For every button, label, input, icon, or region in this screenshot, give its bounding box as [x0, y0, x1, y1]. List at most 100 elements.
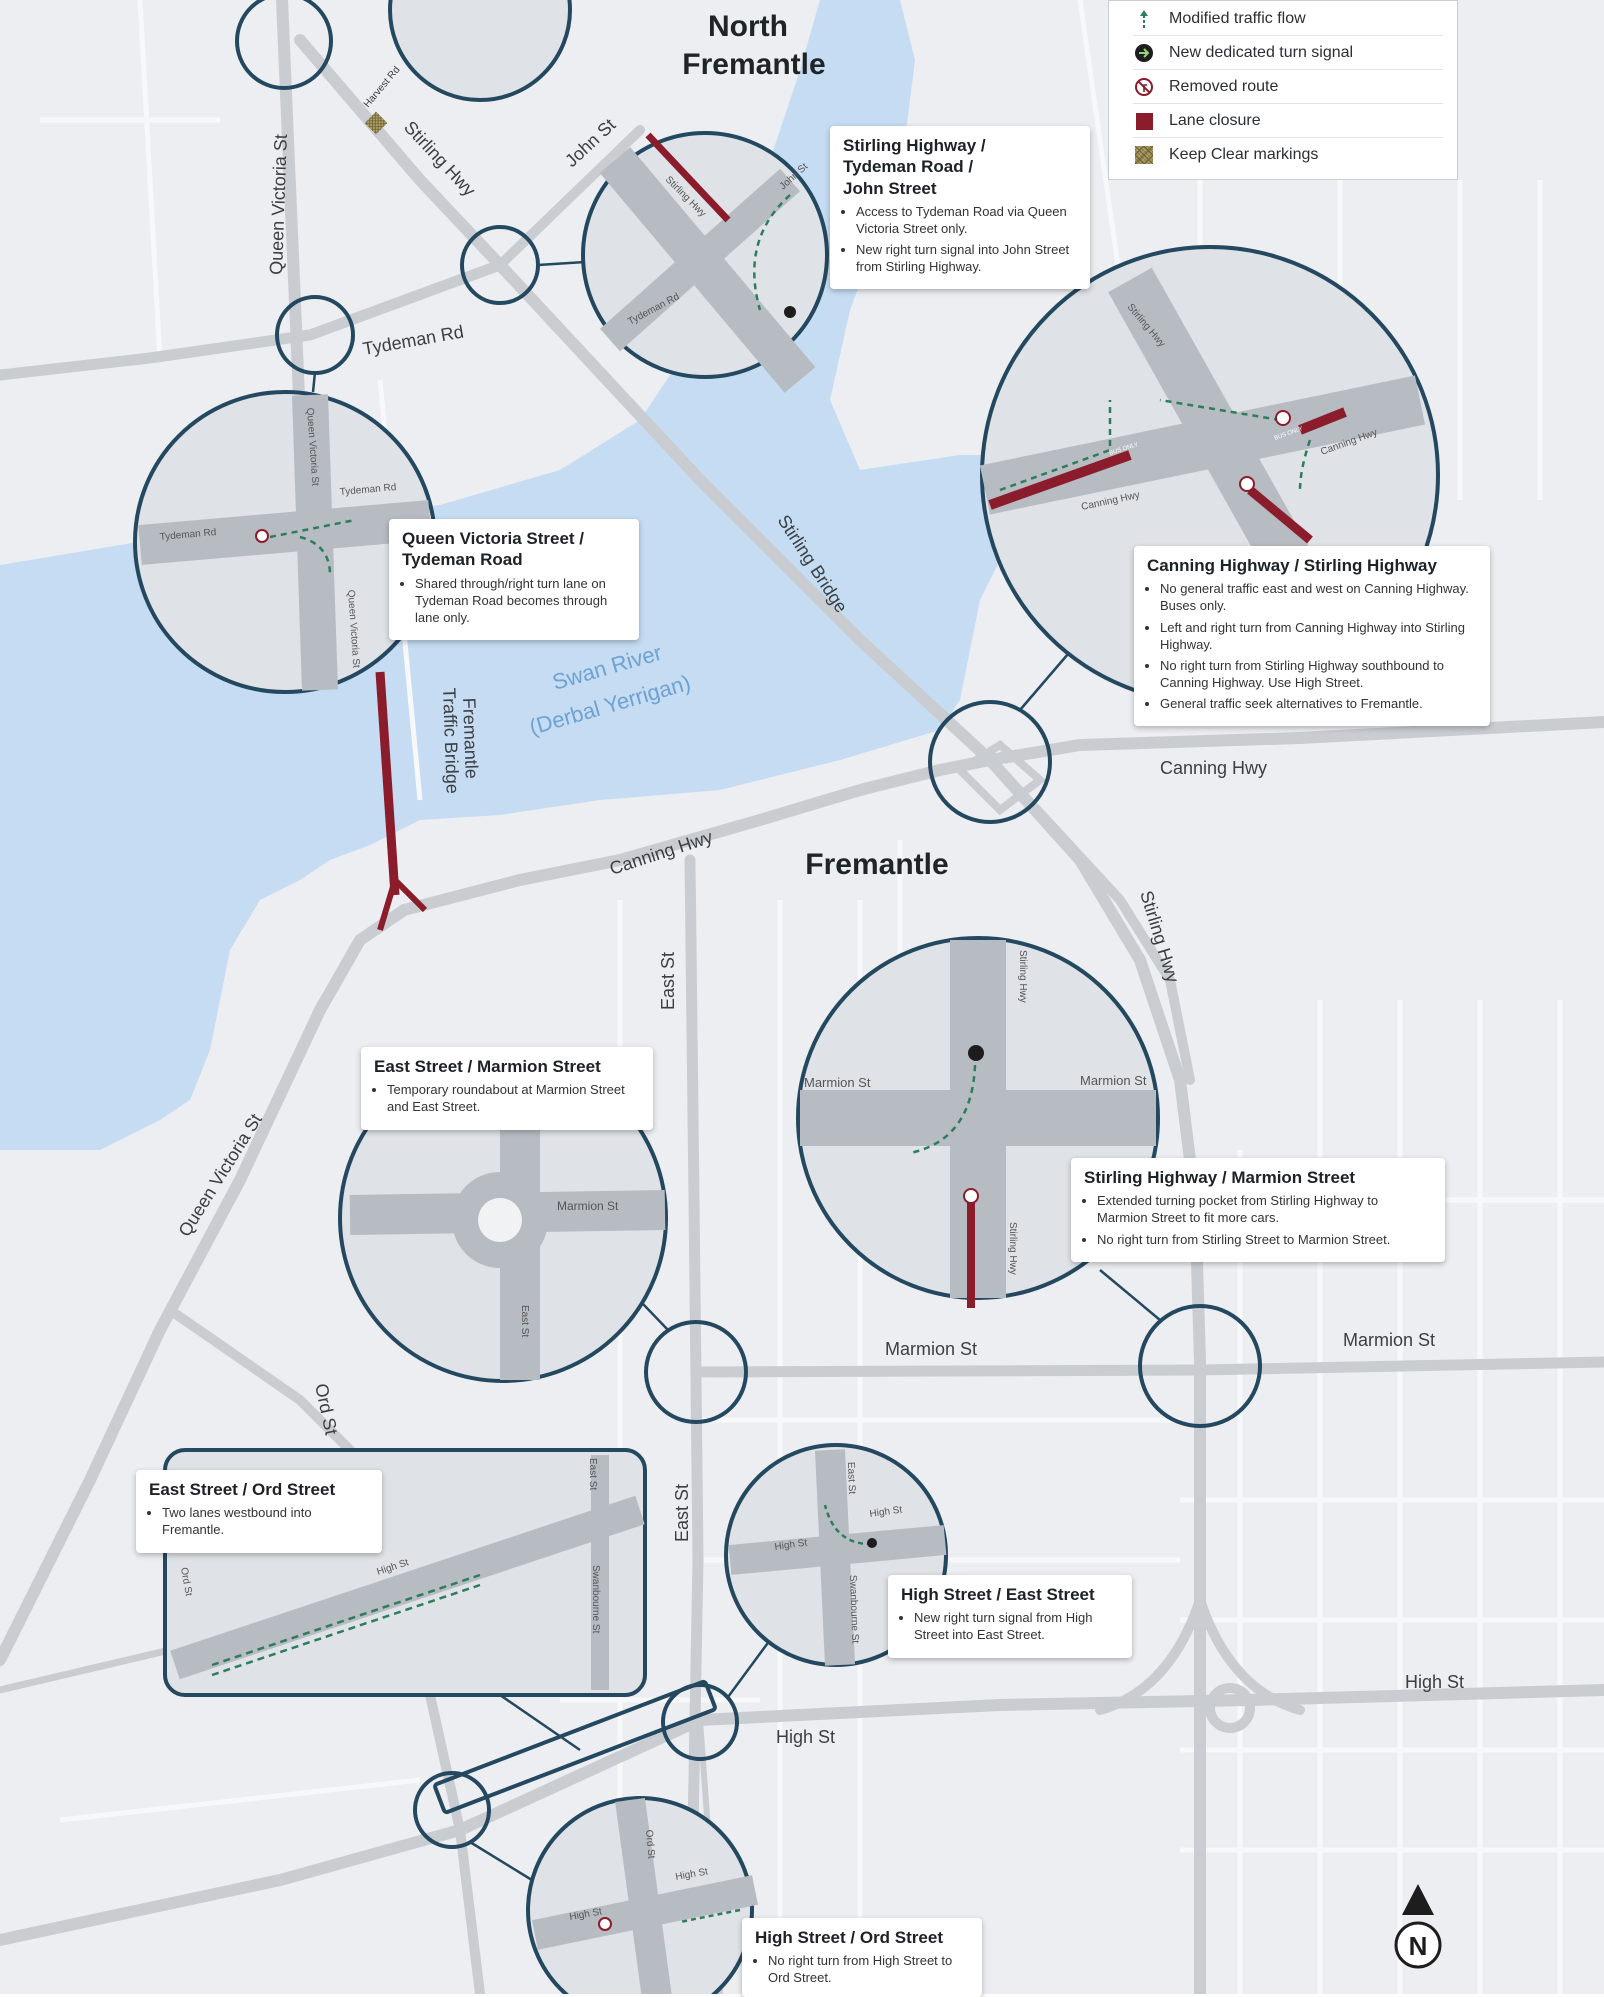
- inset-label-ord-st-ho: Ord St: [643, 1829, 656, 1859]
- callout-item: Left and right turn from Canning Highway…: [1160, 619, 1477, 653]
- north-arrow-icon: [1402, 1884, 1434, 1915]
- callout-connectors: [311, 260, 1161, 1887]
- label-marmion-st-east: Marmion St: [1343, 1330, 1435, 1350]
- callout-east-marmion: East Street / Marmion Street Temporary r…: [361, 1047, 653, 1130]
- road-stirling-hwy-east-branch: [995, 765, 1195, 1085]
- place-label-north: North: [708, 10, 788, 43]
- road-marmion-st: [694, 1356, 1604, 1378]
- locator-circle-stirling-marmion: [1138, 1304, 1262, 1428]
- label-fremantle-bridge-2: Traffic Bridge: [439, 687, 463, 794]
- callout-title: Stirling Highway / Marmion Street: [1084, 1168, 1356, 1187]
- inset-label-east-st-eo: East St: [587, 1458, 598, 1490]
- callout-item: No right turn from Stirling Street to Ma…: [1097, 1231, 1432, 1248]
- callout-east-ord: East Street / Ord Street Two lanes westb…: [136, 1470, 382, 1553]
- inset-label-marmion-st: Marmion St: [557, 1199, 619, 1213]
- callout-canning-stirling: Canning Highway / Stirling Highway No ge…: [1134, 546, 1490, 727]
- callout-title: East Street / Ord Street: [149, 1480, 336, 1499]
- legend-item: New dedicated turn signal: [1133, 37, 1443, 70]
- callout-item: Shared through/right turn lane on Tydema…: [415, 575, 626, 626]
- high-st-roundabout: [1205, 1683, 1255, 1733]
- legend-item: Removed route: [1133, 71, 1443, 104]
- road-john-st: [495, 125, 645, 270]
- fremantle-traffic-bridge-closure: [375, 671, 428, 931]
- legend-label: Modified traffic flow: [1169, 10, 1306, 27]
- callout-item: No general traffic east and west on Cann…: [1160, 580, 1477, 614]
- locator-high-st-segment: [433, 1679, 717, 1815]
- inset-label-east-st: East St: [519, 1305, 530, 1337]
- legend-item: Modified traffic flow: [1133, 3, 1443, 36]
- inset-label-qv-st-n: Queen Victoria St: [304, 407, 320, 486]
- callout-stirling-tydeman-john: Stirling Highway / Tydeman Road / John S…: [830, 126, 1090, 290]
- north-arrow: N: [1394, 1884, 1442, 1969]
- inset-label-high-st-he-e: High St: [869, 1504, 903, 1519]
- locator-circle-canning-stirling: [928, 700, 1052, 824]
- road-tydeman-rd: [0, 259, 506, 381]
- label-east-st-south: East St: [672, 1484, 692, 1542]
- callout-item: New right turn signal from High Street i…: [914, 1609, 1119, 1643]
- locator-circle-north: [235, 0, 333, 90]
- locator-circle-high-ord: [413, 1771, 491, 1849]
- inset-label-ord-st-eo: Ord St: [178, 1567, 194, 1598]
- inset-north-partial: [388, 0, 572, 102]
- inset-label-east-st-he: East St: [845, 1462, 857, 1495]
- label-queen-victoria-st-north: Queen Victoria St: [266, 134, 291, 275]
- inset-label-marmion-st-e: Marmion St: [1080, 1073, 1147, 1088]
- place-label-fremantle: Fremantle: [805, 848, 948, 881]
- label-fremantle-bridge-1: Fremantle: [459, 697, 482, 779]
- legend-label: New dedicated turn signal: [1169, 44, 1354, 61]
- legend-item: Keep Clear markings: [1133, 139, 1443, 171]
- dedicated-turn-signal-icon: [1133, 42, 1155, 64]
- legend-label: Removed route: [1169, 78, 1279, 95]
- callout-item: No right turn from High Street to Ord St…: [768, 1952, 969, 1986]
- legend-label: Lane closure: [1169, 112, 1261, 129]
- road-canning-hwy-loop: [953, 740, 1047, 816]
- keep-clear-icon: [1133, 144, 1155, 166]
- legend: Modified traffic flow New dedicated turn…: [1108, 0, 1458, 180]
- callout-item: General traffic seek alternatives to Fre…: [1160, 695, 1477, 712]
- label-canning-hwy-east: Canning Hwy: [1160, 758, 1267, 778]
- locator-circle-east-marmion: [644, 1320, 748, 1424]
- callout-item: New right turn signal into John Street f…: [856, 241, 1077, 275]
- legend-label: Keep Clear markings: [1169, 146, 1319, 163]
- label-east-st-north: East St: [658, 952, 678, 1010]
- callout-item: Temporary roundabout at Marmion Street a…: [387, 1081, 640, 1115]
- callout-title: High Street / Ord Street: [755, 1928, 943, 1947]
- inset-label-stirling-hwy-s: Stirling Hwy: [1007, 1222, 1018, 1275]
- inset-high-ord: High St High St Ord St: [526, 1796, 759, 1994]
- locator-circles: [235, 0, 1262, 1849]
- callout-title: High Street / East Street: [901, 1585, 1095, 1604]
- modified-traffic-flow-icon: [1133, 8, 1155, 30]
- inset-label-qv-st-s: Queen Victoria St: [345, 589, 361, 668]
- callout-item: No right turn from Stirling Highway sout…: [1160, 657, 1477, 691]
- inset-label-high-st-he-w: High St: [774, 1537, 808, 1552]
- inset-qv-tydeman: Tydeman Rd Tydeman Rd Queen Victoria St …: [133, 390, 437, 694]
- inset-label-marmion-st-w: Marmion St: [804, 1075, 871, 1090]
- inset-label-swanbourne-st-eo: Swanbourne St: [590, 1565, 601, 1634]
- callout-high-east: High Street / East Street New right turn…: [888, 1575, 1132, 1658]
- callout-title: Canning Highway / Stirling Highway: [1147, 556, 1437, 575]
- callout-qv-tydeman: Queen Victoria Street / Tydeman Road Sha…: [389, 519, 639, 640]
- north-arrow-label: N: [1409, 1931, 1428, 1961]
- removed-route-icon: [1133, 76, 1155, 98]
- callout-stirling-marmion: Stirling Highway / Marmion Street Extend…: [1071, 1158, 1445, 1262]
- legend-item: Lane closure: [1133, 105, 1443, 138]
- inset-label-tydeman-rd-w: Tydeman Rd: [159, 527, 216, 543]
- inset-label-stirling-hwy-n: Stirling Hwy: [1017, 950, 1028, 1003]
- inset-label-swanbourne-st-he: Swanbourne St: [847, 1575, 860, 1644]
- lane-closure-icon: [1133, 110, 1155, 132]
- label-high-st-east: High St: [1405, 1672, 1464, 1692]
- turn-signal-icon-marmion: [968, 1045, 984, 1061]
- turn-signal-icon: [784, 306, 796, 318]
- inset-stirling-tydeman-john: Stirling Hwy John St Tydeman Rd: [581, 131, 829, 393]
- label-high-st-west: High St: [776, 1727, 835, 1747]
- callout-item: Access to Tydeman Road via Queen Victori…: [856, 203, 1077, 237]
- inset-label-tydeman-rd-e: Tydeman Rd: [339, 482, 396, 498]
- callout-item: Extended turning pocket from Stirling Hi…: [1097, 1192, 1432, 1226]
- callout-item: Two lanes westbound into Fremantle.: [162, 1504, 369, 1538]
- callout-title: East Street / Marmion Street: [374, 1057, 601, 1076]
- road-canning-hwy: [398, 716, 1604, 916]
- callout-title: Queen Victoria Street / Tydeman Road: [402, 529, 585, 570]
- callout-high-ord: High Street / Ord Street No right turn f…: [742, 1918, 982, 1997]
- road-high-st-east-roundabout: [1095, 1595, 1305, 1715]
